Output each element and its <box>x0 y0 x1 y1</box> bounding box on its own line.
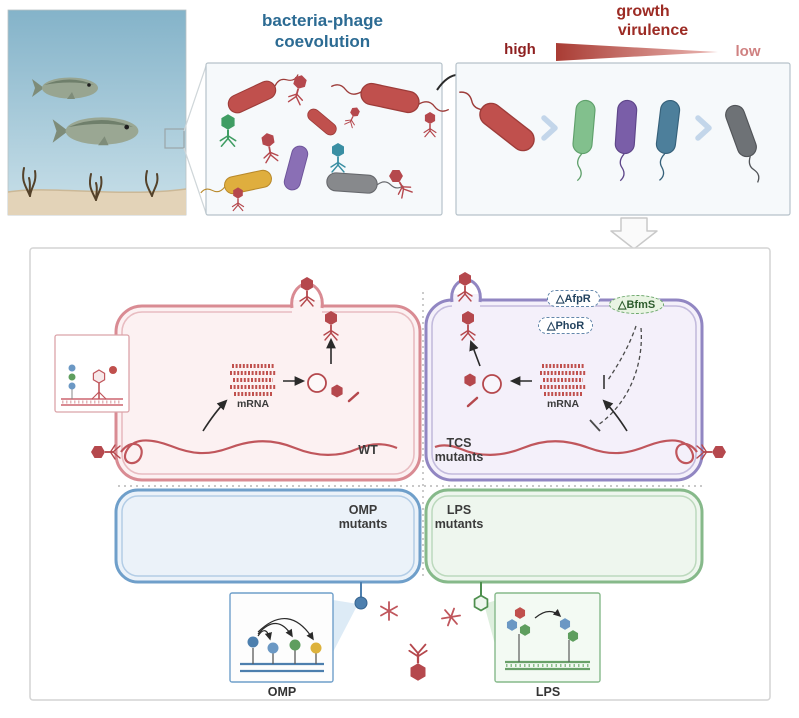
mrna-label-wt: mRNA <box>236 398 270 410</box>
bacterium-icon <box>722 102 760 183</box>
bacterium-icon <box>614 99 638 182</box>
zoom-region-box <box>164 128 185 149</box>
seaweed-icon <box>22 167 159 201</box>
adsorption-inset <box>54 334 130 413</box>
free-phages <box>380 601 461 682</box>
wt-cell <box>90 276 422 482</box>
tcs-cell <box>424 271 727 482</box>
bacterium-icon <box>330 80 450 116</box>
lps-receptor-icon <box>473 594 489 612</box>
magnifier-connector <box>183 65 207 214</box>
virulence-label: virulence <box>617 22 689 39</box>
virulence-gradient-triangle <box>556 43 718 61</box>
wt-phage-dna <box>120 439 398 465</box>
coevolution-title: bacteria-phage coevolution <box>262 11 383 52</box>
tcs-assembly <box>464 373 502 408</box>
bfms-mutant-tag: △BfmS <box>609 295 665 314</box>
wt-quadrant-label: WT <box>358 443 378 457</box>
lps-inset-label: LPS <box>535 685 561 699</box>
mrna-label-tcs: mRNA <box>546 398 580 410</box>
omp-inset <box>229 592 334 683</box>
receptor-bead-icon <box>68 373 76 381</box>
phage-fibers-icon <box>441 607 461 627</box>
omp-porin-icon <box>289 639 301 651</box>
chevron-icon <box>541 115 558 141</box>
afpr-mutant-tag: △AfpR <box>547 290 600 307</box>
omp-porin-icon <box>247 636 259 648</box>
omp-inset-label: OMP <box>267 685 297 699</box>
tcs-phage-dna <box>434 439 698 465</box>
omp-porin-icon <box>310 642 322 654</box>
mrna-stack-tcs <box>540 364 586 396</box>
lps-quadrant-label: LPS mutants <box>434 503 484 532</box>
quadrant-dividers <box>118 292 704 578</box>
flow-down-arrow <box>610 217 658 250</box>
phor-mutant-tag: △PhoR <box>538 317 594 334</box>
low-label: low <box>735 43 761 60</box>
receptor-bead-icon <box>68 382 76 390</box>
coevolution-box <box>200 62 450 216</box>
chevron-icon <box>695 115 712 141</box>
fish-icon <box>32 77 98 99</box>
omp-inset-wedge <box>333 600 358 652</box>
omp-switch-arrows <box>257 617 314 641</box>
tcs-arrows <box>469 340 628 432</box>
bacterium-icon <box>654 98 682 181</box>
tcs-quadrant-label: TCS mutants <box>434 436 484 465</box>
omp-cell <box>114 488 422 610</box>
wt-arrows <box>202 337 336 432</box>
dna-cargo-icon <box>109 366 117 374</box>
receptor-bead-icon <box>68 364 76 372</box>
bacterium-icon <box>459 91 540 156</box>
mrna-stack-wt <box>230 364 276 396</box>
virulence-gradient-bacteria <box>459 91 760 183</box>
virulence-box <box>455 43 791 216</box>
growth-label: growth <box>616 3 670 20</box>
bacterium-icon <box>325 171 404 195</box>
lps-inset <box>494 592 601 683</box>
bacterium-icon <box>200 168 274 196</box>
omp-receptor-icon <box>354 596 368 610</box>
high-label: high <box>504 41 536 58</box>
lps-switch-arrow <box>534 609 562 619</box>
phage-fibers-icon <box>380 601 398 621</box>
wt-assembly <box>307 373 360 403</box>
bacterium-icon <box>571 99 597 182</box>
lps-cell <box>424 488 704 612</box>
coevolution-community <box>200 72 450 212</box>
lps-inset-wedge <box>484 600 497 652</box>
bfms-inhibition-lines <box>589 325 643 432</box>
fish-icon <box>52 117 139 146</box>
phage-outline-icon <box>91 369 107 400</box>
omp-porin-icon <box>267 642 279 654</box>
omp-quadrant-label: OMP mutants <box>338 503 388 532</box>
aquarium-panel <box>7 9 187 216</box>
